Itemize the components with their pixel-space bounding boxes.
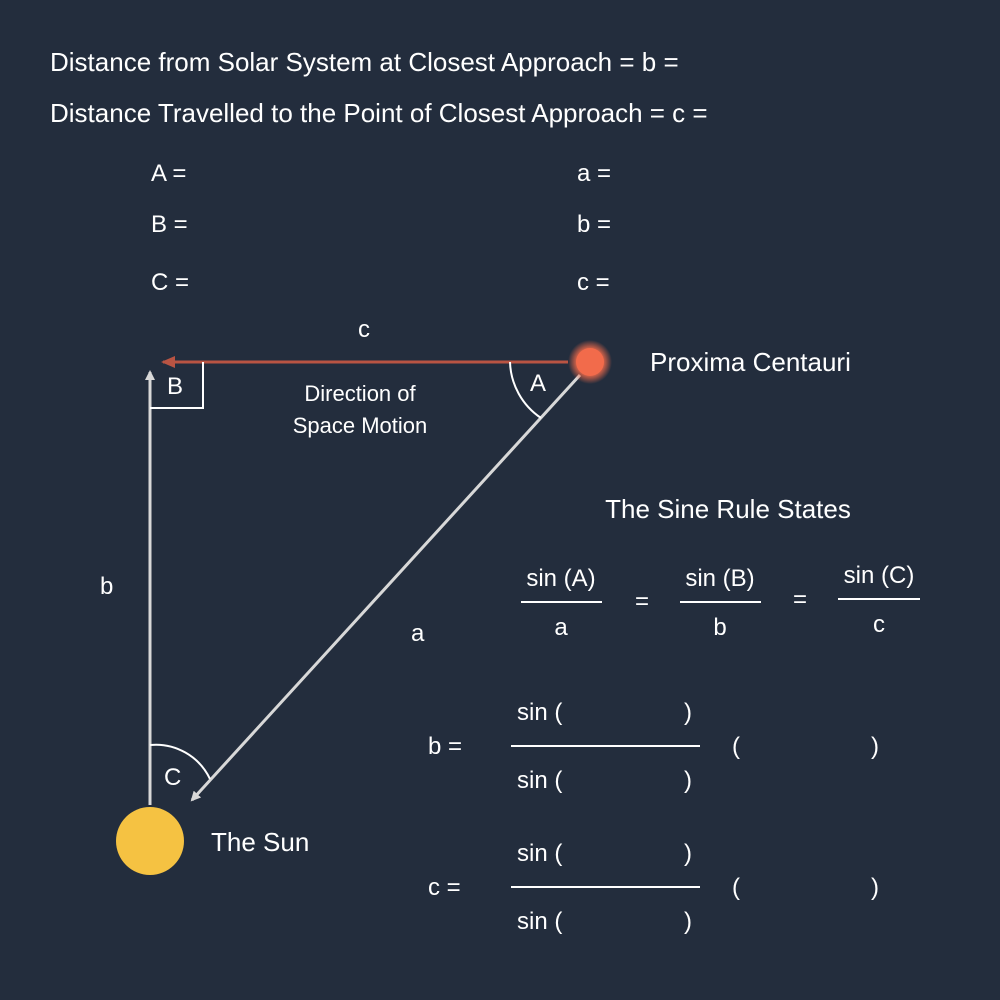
c-formula-num-close: ) <box>684 840 692 867</box>
star-core <box>576 348 604 376</box>
given-angle-B: B = <box>151 211 188 238</box>
angle-A-arc <box>509 361 542 419</box>
b-formula-factor-close: ) <box>871 733 879 760</box>
sine-rule-den-c: c <box>873 611 885 638</box>
side-c-label: c <box>358 316 370 343</box>
c-formula-lhs: c = <box>428 874 461 901</box>
given-side-b: b = <box>577 211 612 238</box>
sine-rule-equals-2: = <box>792 586 808 613</box>
sun-icon <box>116 807 184 875</box>
sine-rule-fraction-bar-C <box>838 598 920 600</box>
angle-B-label: B <box>167 373 184 400</box>
closest-approach-distance-line: Distance from Solar System at Closest Ap… <box>50 47 679 77</box>
given-angle-C: C = <box>151 269 190 296</box>
right-angle-marker <box>150 362 204 409</box>
b-formula-den-sin: sin ( <box>517 767 563 794</box>
given-angle-A: A = <box>151 160 187 187</box>
sine-rule-fraction-bar-A <box>521 601 602 603</box>
b-formula-lhs: b = <box>428 733 463 760</box>
c-formula-factor-open: ( <box>732 874 740 901</box>
side-a-arrow <box>190 373 582 802</box>
angle-A-label: A <box>530 370 547 397</box>
sine-rule-title: The Sine Rule States <box>605 494 851 524</box>
sun-label: The Sun <box>211 827 310 857</box>
given-side-c: c = <box>577 269 610 296</box>
sine-rule-num-A: sin (A) <box>526 565 596 592</box>
c-formula-factor-close: ) <box>871 874 879 901</box>
b-formula-den-close: ) <box>684 767 692 794</box>
angle-C-label: C <box>164 764 182 791</box>
c-formula-den-close: ) <box>684 908 692 935</box>
sine-rule-equals-1: = <box>634 588 650 615</box>
c-formula-fraction-bar <box>511 886 700 888</box>
b-formula-num-sin: sin ( <box>517 699 563 726</box>
sine-rule-num-B: sin (B) <box>685 565 755 592</box>
sine-rule-den-a: a <box>554 614 568 641</box>
c-formula-num-sin: sin ( <box>517 840 563 867</box>
sine-rule-fraction-bar-B <box>680 601 761 603</box>
sine-rule-den-b: b <box>713 614 727 641</box>
side-a-label: a <box>411 620 425 647</box>
motion-label-line1: Direction of <box>304 381 416 406</box>
b-formula-fraction-bar <box>511 745 700 747</box>
distance-travelled-line: Distance Travelled to the Point of Close… <box>50 98 708 128</box>
angle-C-arc <box>149 743 211 780</box>
c-formula-den-sin: sin ( <box>517 908 563 935</box>
given-side-a: a = <box>577 160 612 187</box>
b-formula-factor-open: ( <box>732 733 740 760</box>
b-formula-num-close: ) <box>684 699 692 726</box>
sine-rule-num-C: sin (C) <box>843 562 915 589</box>
side-b-label: b <box>100 573 114 600</box>
motion-label-line2: Space Motion <box>292 413 428 438</box>
star-label: Proxima Centauri <box>650 347 851 377</box>
